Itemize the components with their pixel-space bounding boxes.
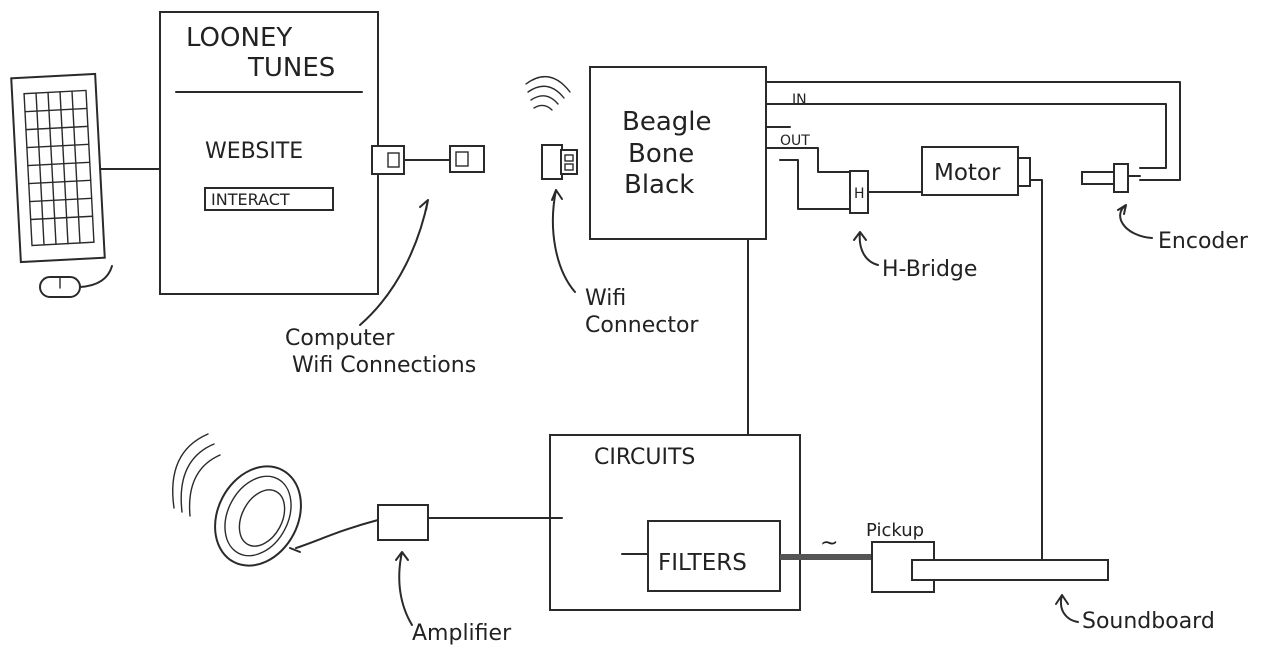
soundboard-callout: Soundboard [1082,609,1215,634]
hbridge-wire-return [779,159,851,210]
beaglebone-line3: Black [624,170,694,200]
speaker-icon [172,433,302,567]
filters-label: FILTERS [658,550,747,576]
wifi-connector-callout-2: Connector [585,313,699,338]
beaglebone-board: Beagle Bone Black [589,66,767,240]
encoder-arrow [1117,204,1153,239]
motor: Motor [921,146,1031,196]
amplifier-callout: Amplifier [412,621,512,646]
wifi-connector-callout-1: Wifi [585,286,626,311]
hbridge-callout: H-Bridge [882,257,977,282]
soundboard-arrow [1055,594,1079,623]
hbridge-wire-out [765,147,851,173]
computer-wifi-callout-1: Computer [285,326,395,351]
pin-out-label: OUT [780,133,810,149]
encoder-callout: Encoder [1158,229,1249,254]
encoder [1081,163,1141,193]
computer-wifi-callout-2: Wifi Connections [292,353,476,378]
circuits-label: CIRCUITS [594,445,695,470]
website-monitor: LOONEY TUNES WEBSITE INTERACT [159,11,379,295]
signal-tilde: ~ [820,531,838,556]
website-title-line2: TUNES [247,53,335,83]
computer-wifi-arrow [359,199,429,326]
mouse-icon [39,265,113,298]
pickup-label: Pickup [866,520,924,541]
wifi-connector [541,144,578,180]
filters-box: FILTERS [647,520,781,592]
motor-to-soundboard-wire [1029,179,1043,561]
hbridge-arrow [853,231,879,266]
amplifier [377,504,429,541]
wifi-connector-arrow [551,189,576,293]
soundboard [911,559,1109,581]
website-title-line1: LOONEY [186,23,292,53]
pin-in-label: IN [792,92,807,108]
h-bridge: H [849,170,869,214]
speaker-wire [295,519,379,549]
interact-button-label: INTERACT [211,190,290,209]
computer-wifi-adapter [371,145,485,175]
encoder-wire-outer [765,81,1181,181]
amplifier-arrow [395,551,413,626]
h-bridge-mark: H [854,186,865,202]
wifi-signal-icon [525,75,571,111]
interact-button[interactable]: INTERACT [204,187,334,211]
website-label: WEBSITE [205,139,303,164]
keyboard-icon [10,72,106,264]
beaglebone-line2: Bone [628,139,694,169]
beaglebone-line1: Beagle [622,107,712,137]
encoder-wire-in [765,103,1167,169]
motor-label: Motor [934,160,1001,186]
